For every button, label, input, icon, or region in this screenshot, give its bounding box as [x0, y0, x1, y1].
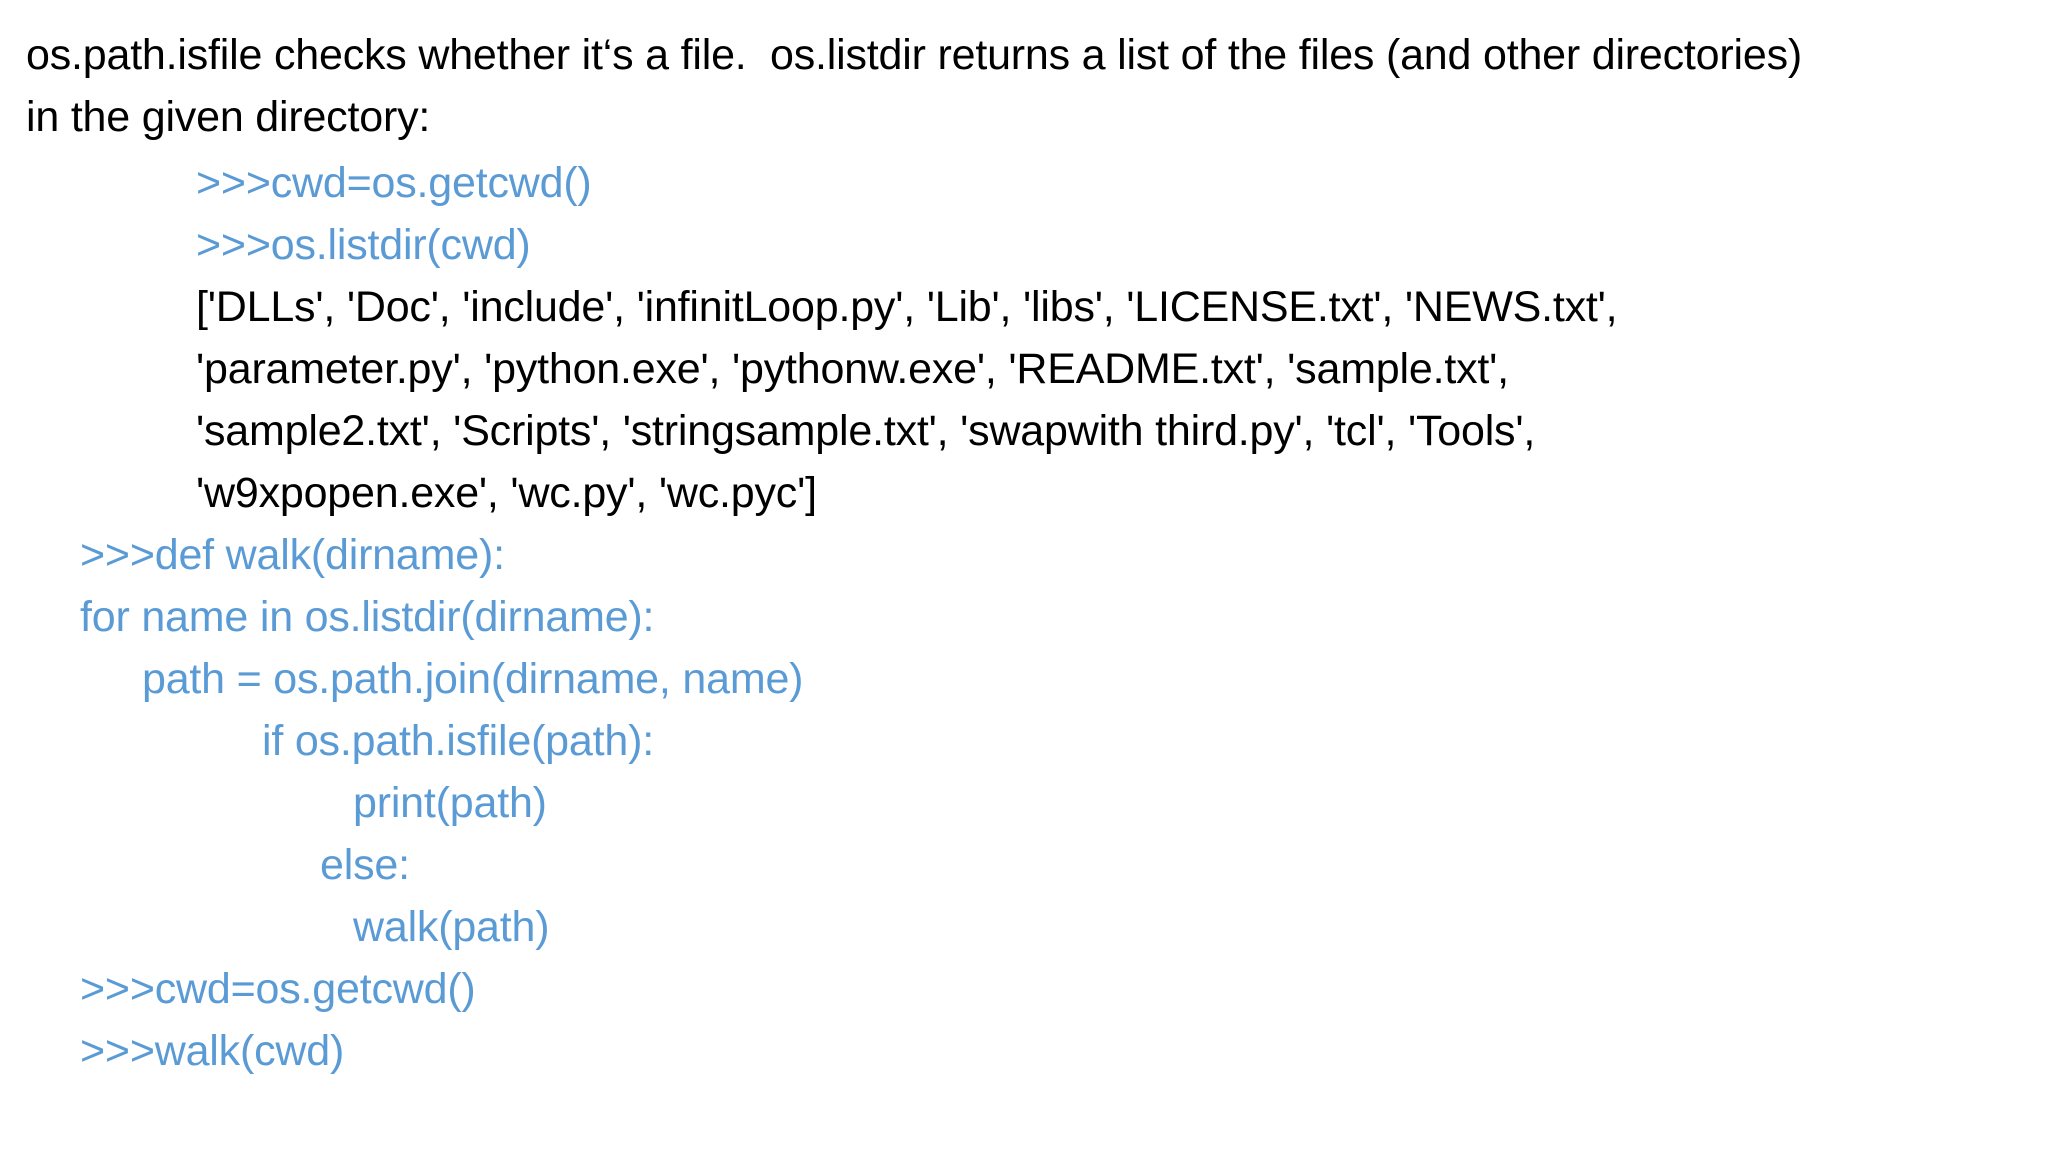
code-input-line: >>>def walk(dirname): — [80, 531, 505, 579]
code-input-line: walk(path) — [353, 903, 550, 951]
code-input-line: >>>os.listdir(cwd) — [196, 221, 531, 269]
code-input-line: path = os.path.join(dirname, name) — [142, 655, 804, 703]
intro-paragraph: os.path.isfile checks whether it‘s a fil… — [26, 31, 1814, 141]
code-input-line: >>>cwd=os.getcwd() — [80, 965, 476, 1013]
code-input-line: print(path) — [353, 779, 547, 827]
code-block: >>>cwd=os.getcwd() >>>os.listdir(cwd) ['DL… — [0, 152, 2048, 1082]
code-input-line: if os.path.isfile(path): — [262, 717, 654, 765]
code-input-line: >>>cwd=os.getcwd() — [196, 159, 592, 207]
code-output-line: ['DLLs', 'Doc', 'include', 'infinitLoop.… — [196, 283, 1618, 331]
code-input-line: >>>walk(cwd) — [80, 1027, 345, 1075]
code-output-line: 'w9xpopen.exe', 'wc.py', 'wc.pyc'] — [196, 469, 817, 517]
code-output-line: 'sample2.txt', 'Scripts', 'stringsample.… — [196, 407, 1536, 455]
code-output-line: 'parameter.py', 'python.exe', 'pythonw.e… — [196, 345, 1509, 393]
code-input-line: for name in os.listdir(dirname): — [80, 593, 655, 641]
code-input-line: else: — [320, 841, 410, 889]
